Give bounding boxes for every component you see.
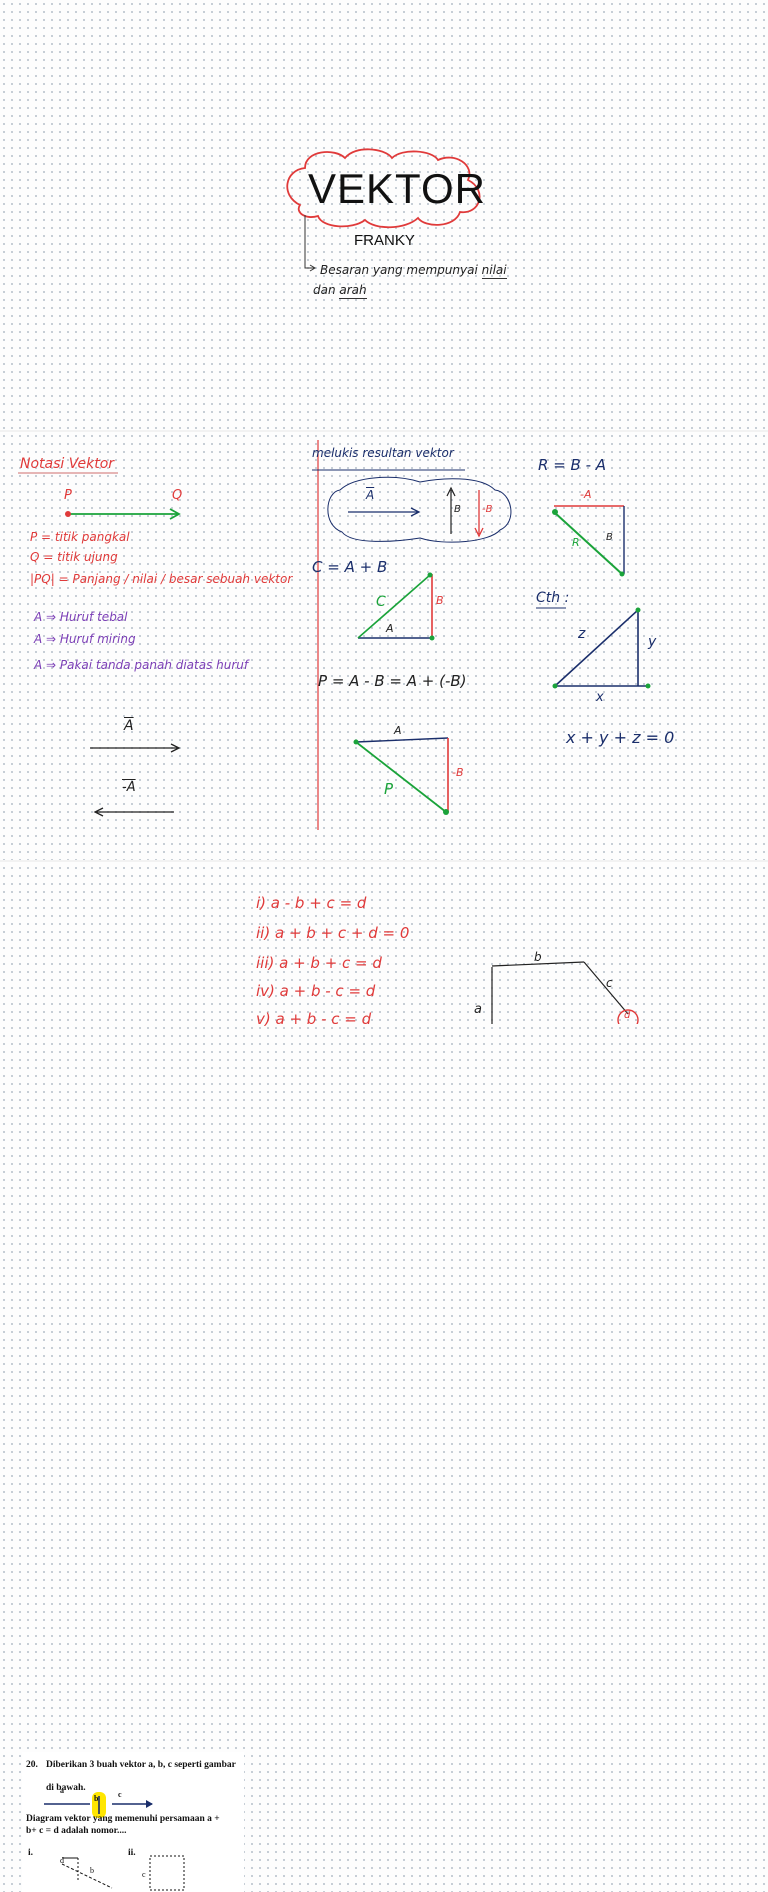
tri1-c-label: C [376, 594, 386, 610]
exercise-page: 20. Diberikan 3 buah vektor a, b, c sepe… [0, 862, 768, 1892]
equation-r: R = B - A [538, 456, 607, 474]
answer-i: i) a - b + c = d [256, 894, 367, 912]
equation-p: P = A - B = A + (-B) [318, 672, 467, 690]
italic-notation: A ⇒ Huruf miring [34, 632, 136, 646]
cloud-neg-b-arrowhead-icon [474, 527, 484, 538]
tri1-dot [429, 635, 435, 641]
definition-keyword-nilai: nilai [481, 263, 507, 279]
page-divider [0, 860, 768, 862]
tri1-b-label: B [436, 594, 444, 607]
definition-line-2: dan arah [313, 283, 367, 299]
question-20: 20. Diberikan 3 buah vektor a, b, c sepe… [22, 1752, 244, 1892]
tri2-dot [443, 809, 449, 815]
answer-iv: iv) a + b - c = d [256, 982, 376, 1000]
tri2-dot [353, 739, 359, 745]
diagram-b-label: b [534, 950, 542, 964]
tri1-a-label: A [386, 622, 394, 635]
pq-definition: |PQ| = Panjang / nilai / besar sebuah ve… [30, 572, 293, 586]
vector-neg-a-arrowhead-icon [93, 807, 104, 817]
q-arrowhead-icon [146, 1800, 153, 1808]
equation-c: C = A + B [312, 558, 388, 576]
cth-y-label: y [648, 634, 657, 650]
option-b-label: b [90, 1866, 94, 1875]
definition-text: Besaran yang mempunyai [320, 263, 482, 277]
tri2-vector-p [355, 741, 447, 813]
opt-i-line [61, 1863, 113, 1889]
page-divider [0, 430, 768, 432]
question-text-3: Diagram vektor yang memenuhi persamaan a… [26, 1814, 220, 1824]
vector-a-arrowhead-icon [170, 743, 181, 753]
cloud-b-arrowhead-icon [446, 486, 456, 497]
pq-arrowhead-icon [169, 508, 181, 520]
cloud-b-label: B [454, 504, 461, 515]
question-text-4: b+ c = d adalah nomor.... [26, 1826, 127, 1836]
r-b-label: B [606, 532, 613, 543]
tri2-p-label: P [384, 780, 394, 798]
cloud-a-arrowhead-icon [410, 507, 421, 517]
diagram-highlight-circle [617, 1009, 639, 1024]
option-i-label: i. [28, 1848, 34, 1858]
q-label-a: a [60, 1786, 64, 1795]
tri2-a-label: A [394, 724, 402, 737]
arrow-notation: A ⇒ Pakai tanda panah diatas huruf [34, 658, 249, 672]
title-page: VEKTOR FRANKY Besaran yang mempunyai nil… [0, 0, 768, 430]
vector-a-label: A [124, 718, 134, 734]
melukis-heading: melukis resultan vektor [312, 446, 454, 460]
tri2-vector-a [355, 737, 449, 743]
tri2-neg-b-label: -B [452, 766, 464, 779]
cth-dot [635, 607, 641, 613]
definition-keyword-arah: arah [339, 283, 367, 299]
diagram-d-label: d [624, 1010, 631, 1021]
diagram-a-label: a [474, 1002, 482, 1017]
diagram-c-label: c [606, 976, 613, 990]
title-cloud-drawing [286, 148, 481, 272]
cth-dot [552, 683, 558, 689]
diagram-vector-b [491, 961, 585, 967]
cth-heading: Cth : [536, 590, 570, 606]
r-label: R [572, 536, 580, 549]
tri1-dot [427, 572, 433, 578]
answer-iii: iii) a + b + c = d [256, 954, 382, 972]
cloud-a-label: A [366, 488, 375, 502]
bold-notation: A ⇒ Huruf tebal [34, 610, 128, 624]
opt-ii-box [149, 1855, 185, 1891]
connector-line [304, 215, 314, 269]
cloud-outline [286, 148, 481, 229]
q-label-b: b [94, 1794, 99, 1803]
cth-z-label: z [578, 626, 586, 642]
equation-xyz: x + y + z = 0 [566, 728, 675, 747]
tri1-vector-c [357, 574, 431, 639]
cth-vector-z [554, 609, 639, 687]
point-p-label: P [64, 488, 72, 503]
option-ii-label: ii. [128, 1848, 136, 1858]
notes-drawings [18, 440, 651, 830]
notes-page: Notasi Vektor P Q P = titik pangkal Q = … [0, 430, 768, 860]
point-p-dot [65, 511, 71, 517]
cth-x-label: x [596, 690, 604, 705]
page-title: VEKTOR [308, 165, 486, 212]
author-name: FRANKY [354, 232, 415, 249]
diagram-vector-c [583, 961, 629, 1015]
answer-ii: ii) a + b + c + d = 0 [256, 924, 410, 942]
cloud-neg-b-label: -B [482, 504, 493, 515]
p-definition: P = titik pangkal [30, 530, 130, 544]
cth-dot [645, 683, 651, 689]
notasi-heading: Notasi Vektor [20, 456, 115, 472]
q-definition: Q = titik ujung [30, 550, 118, 564]
option-d-label: d [60, 1856, 64, 1865]
option-c-label: c [142, 1870, 146, 1879]
vector-neg-a-label: -A [122, 780, 136, 795]
connector-arrow-icon [309, 264, 316, 272]
cloud-sketch [327, 476, 512, 543]
definition-line-1: Besaran yang mempunyai nilai [320, 263, 507, 279]
exercise-drawings [491, 961, 639, 1024]
r-vector-r [553, 511, 623, 575]
r-dot [552, 509, 558, 515]
r-neg-a-label: -A [580, 488, 592, 501]
r-dot [619, 571, 625, 577]
definition-text: dan [313, 283, 340, 297]
q-label-c: c [118, 1790, 122, 1799]
answer-v: v) a + b - c = d [256, 1010, 372, 1028]
point-q-label: Q [172, 488, 183, 503]
